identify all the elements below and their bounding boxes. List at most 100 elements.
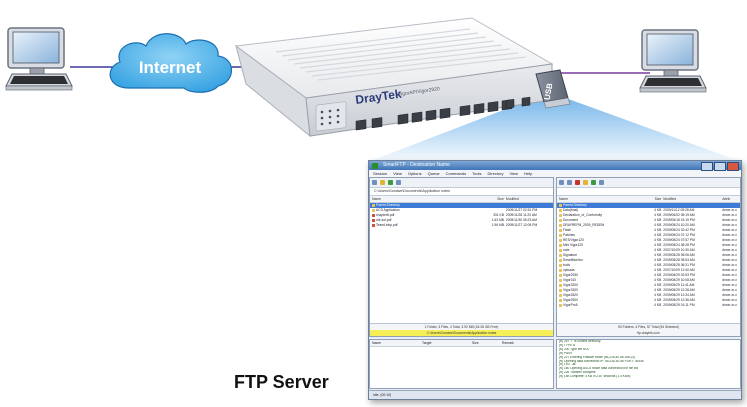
file-row[interactable]: Parent Directory — [557, 203, 740, 208]
column-size[interactable]: Size — [654, 197, 662, 201]
folder-icon — [559, 294, 562, 297]
column-attrib[interactable]: Attrib — [722, 197, 731, 201]
folder-icon — [559, 219, 562, 222]
file-name: tools — [563, 263, 570, 267]
menu-item[interactable]: Queue — [427, 171, 440, 176]
stop-icon[interactable] — [575, 180, 580, 185]
file-name-cell: RES/Vigor120 — [557, 238, 646, 243]
file-name-cell: ACS Application — [370, 208, 441, 213]
menu-item[interactable]: Directory — [487, 171, 504, 176]
folder-icon — [559, 299, 562, 302]
lan-port-5 — [459, 105, 471, 117]
file-modified: 2009/08/24 08:28 PM — [663, 243, 695, 247]
disconnect-icon[interactable] — [567, 180, 572, 185]
log-lines: [R] 257 "/" is current directory.[R] TYP… — [557, 340, 740, 379]
log-line: [R] TYPE A — [559, 343, 576, 347]
close-button[interactable] — [727, 162, 739, 171]
column-name[interactable]: Name — [559, 197, 569, 201]
file-name: VigorPro5 — [563, 303, 578, 307]
folder-up-icon[interactable] — [583, 180, 588, 185]
queue-column-target[interactable]: Target — [422, 341, 432, 345]
file-name: Vigor2820 — [563, 293, 578, 297]
column-size[interactable]: Size — [497, 197, 504, 201]
maximize-button[interactable] — [714, 162, 726, 171]
file-attrib: drwxr-xr-x — [722, 288, 737, 292]
log-line: [R] 257 "/" is current directory. — [559, 340, 602, 343]
column-name[interactable]: Name — [372, 197, 382, 201]
file-modified: 2009/06/02 05:19 AM — [663, 213, 695, 217]
remote-address-bar[interactable] — [557, 188, 740, 196]
lan-port-2 — [411, 111, 423, 123]
queue-column-size[interactable]: Size — [472, 341, 479, 345]
queue-column-headers: Name Target Size Remark — [370, 340, 553, 347]
folder-icon — [559, 229, 562, 232]
wan-port-2 — [371, 117, 383, 129]
internet-cloud-icon — [109, 33, 233, 93]
ftp-menu-bar: Session View Options Queue Commands Tools Dire… — [369, 170, 741, 177]
menu-item[interactable]: Commands — [445, 171, 467, 176]
file-name-cell: TeamLinkp.pdf — [370, 223, 441, 228]
menu-item[interactable]: Tools — [472, 171, 482, 176]
file-name: Mini Vigor120 — [563, 243, 584, 247]
queue-column-name[interactable]: Name — [372, 341, 382, 345]
folder-up-icon[interactable] — [380, 180, 385, 185]
file-name: Document — [563, 218, 579, 222]
folder-icon — [559, 249, 562, 252]
menu-item[interactable]: Help — [524, 171, 533, 176]
menu-item[interactable]: View — [509, 171, 519, 176]
remote-status-bar: 53 Folders, 4 Files, 57 Total (54 Select… — [557, 323, 740, 336]
local-address-bar[interactable]: C:\Users\Gondwe\Documents\Application no… — [370, 188, 553, 196]
queue-column-remark[interactable]: Remark — [502, 341, 514, 345]
log-line: [R] 226 Transfer complete — [559, 371, 596, 375]
local-pane: C:\Users\Gondwe\Documents\Application no… — [369, 177, 554, 337]
file-name-cell: Vigor2500 — [557, 298, 646, 303]
file-modified: 2009/08/29 12:36 AM — [663, 298, 695, 302]
log-line: [R] 200 Type set to A. — [559, 347, 590, 351]
menu-item[interactable]: Options — [407, 171, 422, 176]
refresh-icon[interactable] — [388, 180, 393, 185]
folder-icon — [559, 289, 562, 292]
remote-status-path: ftp.draytek.com — [637, 331, 660, 335]
file-row[interactable]: Parent Directory — [370, 203, 553, 208]
file-name: chapter8.pdf — [376, 213, 395, 217]
menu-item[interactable]: View — [393, 171, 402, 176]
refresh-icon[interactable] — [591, 180, 596, 185]
transfer-icon[interactable] — [599, 180, 604, 185]
file-size: 4 KB — [654, 298, 662, 302]
file-attrib: drwxr-xr-x — [722, 293, 737, 297]
back-icon[interactable] — [372, 180, 377, 185]
menu-item[interactable]: Session — [373, 171, 388, 176]
minimize-button[interactable] — [701, 162, 713, 171]
view-icon[interactable] — [396, 180, 401, 185]
connect-icon[interactable] — [559, 180, 564, 185]
file-name: note — [563, 248, 570, 252]
column-modified[interactable]: Modified — [663, 197, 677, 201]
column-modified[interactable]: Modified — [505, 197, 519, 201]
